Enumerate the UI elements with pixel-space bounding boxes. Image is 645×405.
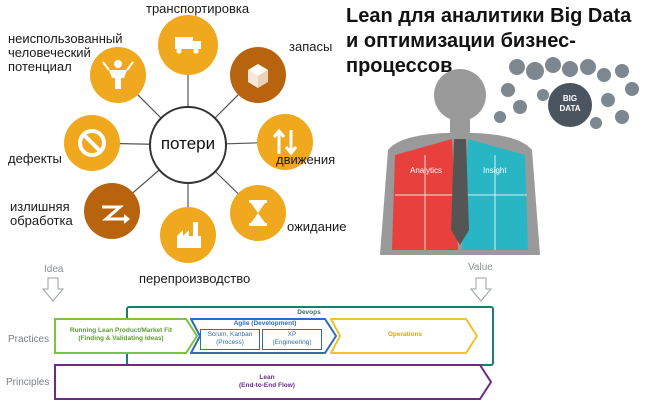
waste-label-waiting: ожидание [287,219,347,234]
xp-subtitle: (Engineering) [272,339,312,346]
waste-wheel-graphic [64,15,313,263]
waste-label-motion: движения [276,152,336,167]
headline: Lean для аналитики Big Data и оптимизаци… [346,5,632,77]
up-down-arrows-icon [257,114,313,170]
idea-label: Idea [44,264,64,275]
waste-label-defects: дефекты [8,151,62,166]
idea-arrow-icon [42,277,64,302]
waste-wheel: потери транспортировка запасы движения о… [0,0,347,286]
waste-label-inventory: запасы [289,39,333,54]
prohibited-icon [64,115,120,171]
scrum-box [200,329,260,350]
hourglass-icon [230,185,286,241]
operations-title: Operations [387,331,423,338]
principles-label: Principles [6,377,50,388]
waste-center-label: потери [160,134,216,153]
lean-subtitle: (End-to-End Flow) [239,382,295,389]
scrum-subtitle: (Process) [216,339,244,346]
zigzag-arrow-icon [84,183,140,239]
agile-title: Agile (Development) [233,320,297,327]
waste-label-overprocessing: излишняя обработка [10,199,73,228]
practices-label: Practices [8,334,50,345]
running-lean-subtitle: (Finding & Validating Ideas) [78,335,164,342]
value-label: Value [468,262,493,273]
devops-title: Devops [297,309,321,316]
value-arrow-icon [470,277,492,302]
truck-icon [158,15,218,75]
waste-label-unused-talent: неиспользованный человеческий потенциал [8,31,123,74]
box-icon [230,47,286,103]
analyst-head [434,69,486,135]
waste-label-overproduction: перепроизводство [139,271,251,286]
analyst-tie [451,139,469,245]
running-lean-title: Running Lean Product/Market Fit [69,327,173,334]
waste-label-transport: транспортировка [146,1,250,16]
factory-icon [160,207,216,263]
xp-title: XP [287,331,297,338]
operations-chevron [330,318,479,354]
waste-center-circle [149,106,227,184]
lean-bar [54,364,493,400]
xp-box [262,329,322,350]
lean-title: Lean [259,374,275,381]
data-icon-cloud [494,57,639,129]
person-icon [90,47,146,103]
shirt-left-label: Analytics [410,166,442,175]
running-lean-chevron [54,318,199,354]
scrum-title: Scrum, Kanban [207,331,253,338]
shirt-right-label: Insight [483,166,507,175]
